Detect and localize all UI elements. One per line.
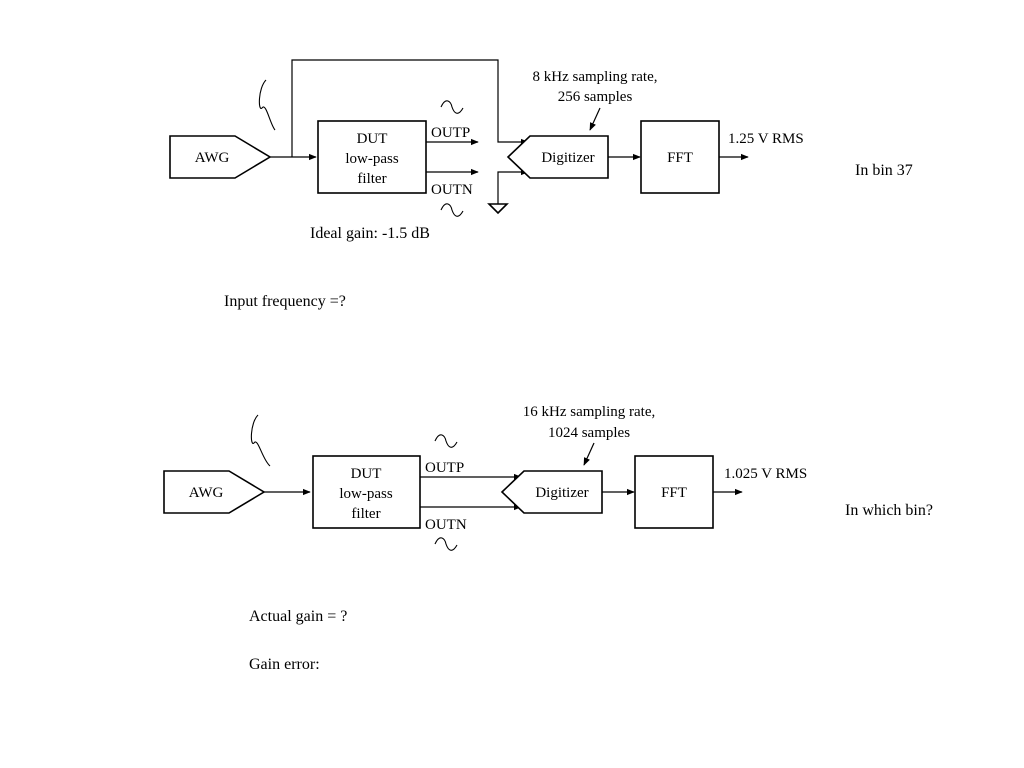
bottom-sampling-note-line-1: 16 kHz sampling rate, (523, 404, 655, 420)
top-sampling-note-arrow (589, 107, 601, 131)
top-outp-sine-icon (440, 100, 464, 114)
bottom-outn-label: OUTN (425, 517, 467, 533)
bottom-sampling-note-arrow (583, 442, 595, 466)
top-ideal-gain: Ideal gain: -1.5 dB (310, 225, 430, 242)
bottom-digitizer-label: Digitizer (535, 485, 588, 501)
top-dut-block: DUT low-pass filter (317, 120, 427, 194)
bottom-diagram: AWG DUT low-pass filter OUTP OUTN Digiti… (163, 404, 933, 673)
top-awg-label: AWG (195, 150, 230, 166)
top-outp-label: OUTP (431, 125, 470, 141)
top-fft-label: FFT (667, 150, 693, 166)
top-awg-block: AWG (169, 135, 272, 179)
top-diagram: AWG DUT low-pass filter OUTP OUTN Digi (169, 59, 913, 310)
bottom-input-sine-icon (250, 414, 271, 467)
top-output-level: 1.25 V RMS (728, 131, 804, 147)
top-dut-line-1: DUT (357, 131, 388, 147)
top-bypass-wire (291, 59, 529, 157)
top-sampling-note-line-1: 8 kHz sampling rate, (533, 69, 658, 85)
bottom-awg-label: AWG (189, 485, 224, 501)
top-digitizer-label: Digitizer (541, 150, 594, 166)
top-ground-wire (497, 168, 529, 204)
ground-icon (487, 203, 509, 215)
bottom-digitizer-block: Digitizer (500, 470, 603, 514)
bottom-awg-block: AWG (163, 470, 266, 514)
bottom-outp-label: OUTP (425, 460, 464, 476)
top-dut-line-3: filter (357, 171, 386, 187)
bottom-dut-line-2: low-pass (339, 486, 392, 502)
top-dut-line-2: low-pass (345, 151, 398, 167)
bottom-fft-block: FFT (634, 455, 714, 529)
top-bin-text: In bin 37 (855, 162, 913, 179)
bottom-outn-sine-icon (434, 537, 458, 551)
top-sampling-note-line-2: 256 samples (558, 89, 633, 105)
bottom-dut-line-3: filter (351, 506, 380, 522)
bottom-dut-line-1: DUT (351, 466, 382, 482)
top-outn-sine-icon (440, 203, 464, 217)
bottom-question-actual-gain: Actual gain = ? (249, 608, 347, 625)
bottom-sampling-note-line-2: 1024 samples (548, 425, 630, 441)
top-question-input-frequency: Input frequency =? (224, 293, 346, 310)
top-fft-block: FFT (640, 120, 720, 194)
bottom-outp-sine-icon (434, 434, 458, 448)
bottom-question-gain-error: Gain error: (249, 656, 320, 673)
bottom-bin-question: In which bin? (845, 502, 933, 519)
bottom-fft-label: FFT (661, 485, 687, 501)
top-input-sine-icon (258, 79, 276, 131)
bottom-output-level: 1.025 V RMS (724, 466, 807, 482)
top-digitizer-block: Digitizer (506, 135, 609, 179)
top-outn-label: OUTN (431, 182, 473, 198)
bottom-dut-block: DUT low-pass filter (312, 455, 421, 529)
